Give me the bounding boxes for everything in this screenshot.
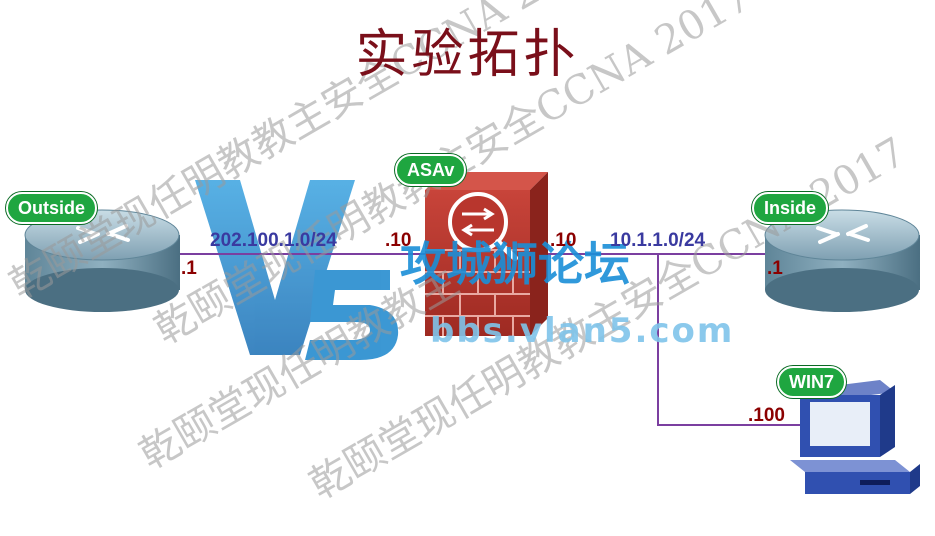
outside-network-label: 202.100.1.0/24: [210, 230, 337, 251]
win7-ip: .100: [748, 405, 785, 426]
logo-text: 攻城狮论坛: [400, 237, 630, 291]
asa-inside-ip: .10: [550, 230, 577, 251]
diagram-title: 实验拓扑: [355, 25, 580, 85]
logo-url: bbs.vlan5.com: [430, 311, 734, 351]
asa-firewall-icon: [425, 172, 548, 336]
win7-link: [657, 254, 800, 426]
inside-network-label: 10.1.1.0/24: [610, 230, 706, 251]
outside-label: Outside: [6, 192, 98, 224]
asa-label: ASAv: [395, 154, 467, 186]
win7-pc-icon: [790, 380, 920, 494]
asa-outside-ip: .10: [385, 230, 412, 251]
inside-label: Inside: [752, 192, 829, 224]
win7-label: WIN7: [777, 366, 846, 398]
inside-router-ip: .1: [767, 258, 783, 279]
v5-logo-watermark: [195, 180, 399, 360]
outside-router-ip: .1: [181, 258, 197, 279]
